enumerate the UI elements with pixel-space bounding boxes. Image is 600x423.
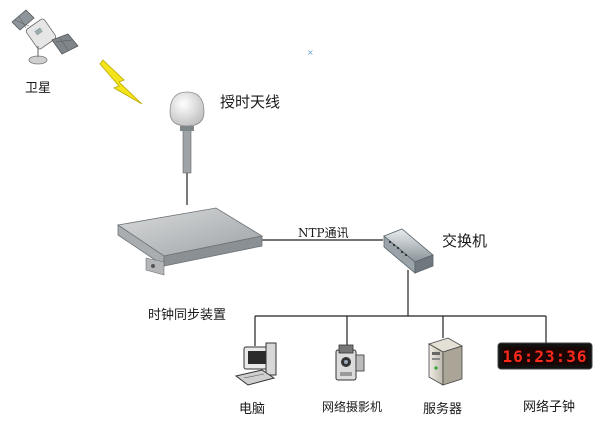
stray-mark: × (307, 48, 314, 57)
camera-icon (335, 344, 365, 381)
clock-device-label: 时钟同步装置 (148, 308, 227, 323)
camera-label: 网络摄影机 (322, 400, 383, 414)
rack-device-icon (116, 207, 264, 276)
computer-icon (234, 342, 277, 386)
server-label: 服务器 (423, 402, 463, 417)
lightning-icon (99, 59, 143, 105)
antenna-label: 授时天线 (220, 93, 281, 111)
satellite-label: 卫星 (25, 81, 52, 96)
ntp-label: NTP通讯 (298, 226, 349, 240)
connection-lines (186, 173, 547, 346)
network-clock-label: 网络子钟 (523, 400, 576, 415)
antenna-icon (169, 91, 205, 174)
led-clock-icon: 16:23:36 (497, 342, 593, 370)
clock-digits: 16:23:36 (502, 347, 587, 366)
computer-label: 电脑 (239, 402, 266, 417)
server-icon (428, 337, 463, 386)
satellite-icon (11, 9, 79, 65)
switch-icon (383, 228, 434, 274)
switch-label: 交换机 (442, 232, 488, 250)
